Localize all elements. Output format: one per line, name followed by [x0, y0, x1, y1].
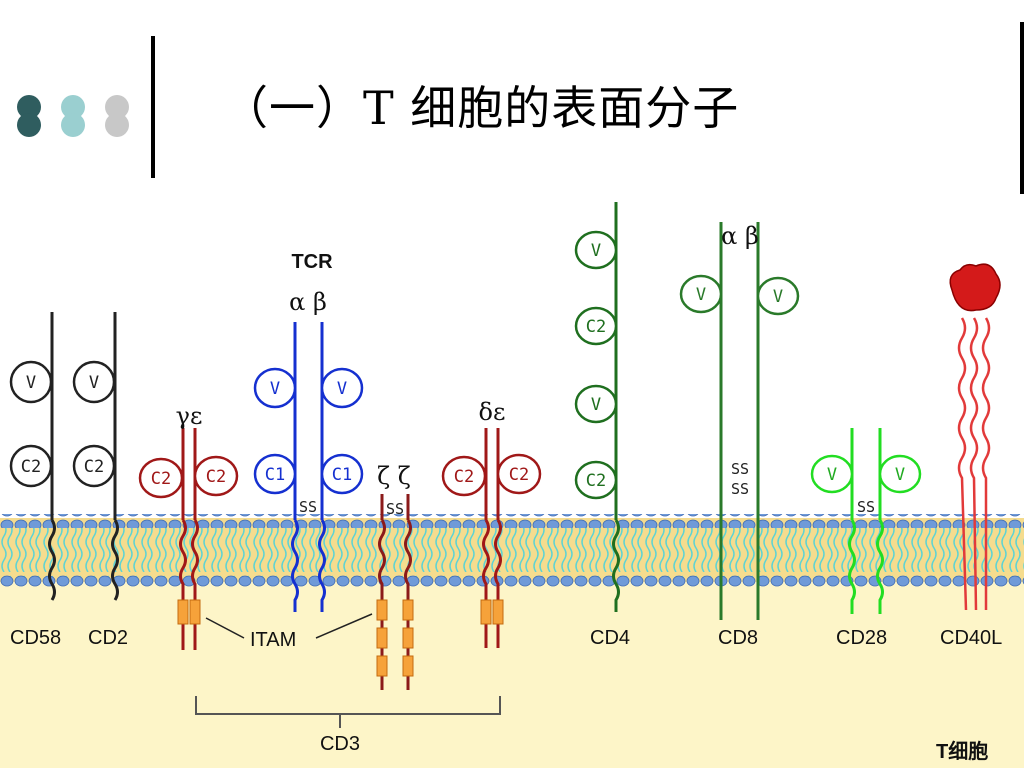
- domain-c2: C2: [21, 457, 41, 477]
- cd8-label: CD8: [718, 627, 758, 649]
- domain-c2: C2: [509, 465, 529, 485]
- cd58-label: CD58: [10, 627, 61, 649]
- itam-label: ITAM: [250, 629, 296, 651]
- domain-v: V: [591, 241, 601, 261]
- disulfide-label: SS: [299, 498, 317, 516]
- cd4-label: CD4: [590, 627, 630, 649]
- cd3-delta-epsilon: C2 C2 δε: [441, 398, 542, 648]
- cd40l-molecule: [949, 263, 1001, 611]
- decorative-dots: [14, 94, 134, 140]
- domain-v: V: [270, 379, 280, 399]
- cd2-molecule: V C2: [72, 312, 119, 601]
- domain-v: V: [773, 287, 783, 307]
- cd4-molecule: V C2 V C2: [574, 202, 620, 612]
- cd3-bracket: CD3: [195, 696, 501, 755]
- disulfide-label: SS: [386, 500, 404, 518]
- disulfide-label: SS: [731, 460, 749, 478]
- tcr-molecule: V V C1 C1 SS TCR α β: [253, 251, 364, 612]
- domain-v: V: [337, 379, 347, 399]
- domain-c1: C1: [265, 465, 285, 485]
- domain-v: V: [591, 395, 601, 415]
- cd28-molecule: V V SS: [810, 428, 922, 614]
- lipid-heads-inner: [0, 573, 1024, 587]
- cd58-molecule: V C2: [9, 312, 56, 601]
- disulfide-label: SS: [731, 480, 749, 498]
- domain-c2: C2: [151, 469, 171, 489]
- domain-c2: C2: [84, 457, 104, 477]
- itam-pointers: ITAM: [205, 613, 373, 651]
- cd2-label: CD2: [88, 627, 128, 649]
- domain-c2: C2: [586, 471, 606, 491]
- t-cell-label: T细胞: [936, 739, 988, 763]
- gamma-epsilon-label: γε: [176, 402, 203, 430]
- zeta-label: ζ ζ: [377, 462, 411, 490]
- cd8-molecule: V V SS SS α β: [679, 222, 800, 620]
- domain-v: V: [26, 373, 36, 393]
- cytoplasm: [0, 580, 1024, 768]
- title-divider-right: [1020, 22, 1024, 194]
- domain-c2: C2: [206, 467, 226, 487]
- tcr-label: TCR: [291, 251, 333, 273]
- cd3-label: CD3: [320, 733, 360, 755]
- lipid-tails: [0, 525, 1024, 577]
- slide-title: （一）T 细胞的表面分子: [222, 81, 740, 135]
- cd40l-label: CD40L: [940, 627, 1002, 649]
- domain-c2: C2: [586, 317, 606, 337]
- domain-v: V: [696, 285, 706, 305]
- t-cell-surface-diagram: V C2 V C2 C2 C2 γε V V C1: [0, 202, 1024, 768]
- domain-c2: C2: [454, 467, 474, 487]
- cd3-gamma-epsilon: C2 C2 γε: [138, 402, 239, 650]
- disulfide-label: SS: [857, 498, 875, 516]
- tcr-alpha-beta-label: α β: [289, 288, 327, 316]
- domain-c1: C1: [332, 465, 352, 485]
- cd3-zeta-zeta: SS ζ ζ: [376, 462, 414, 690]
- title-divider-left: [151, 36, 155, 178]
- cd8-alpha-beta-label: α β: [721, 222, 759, 250]
- lipid-heads-outer: [0, 514, 1024, 528]
- domain-v: V: [895, 465, 905, 485]
- domain-v: V: [89, 373, 99, 393]
- cd28-label: CD28: [836, 627, 887, 649]
- domain-v: V: [827, 465, 837, 485]
- delta-epsilon-label: δε: [479, 398, 506, 426]
